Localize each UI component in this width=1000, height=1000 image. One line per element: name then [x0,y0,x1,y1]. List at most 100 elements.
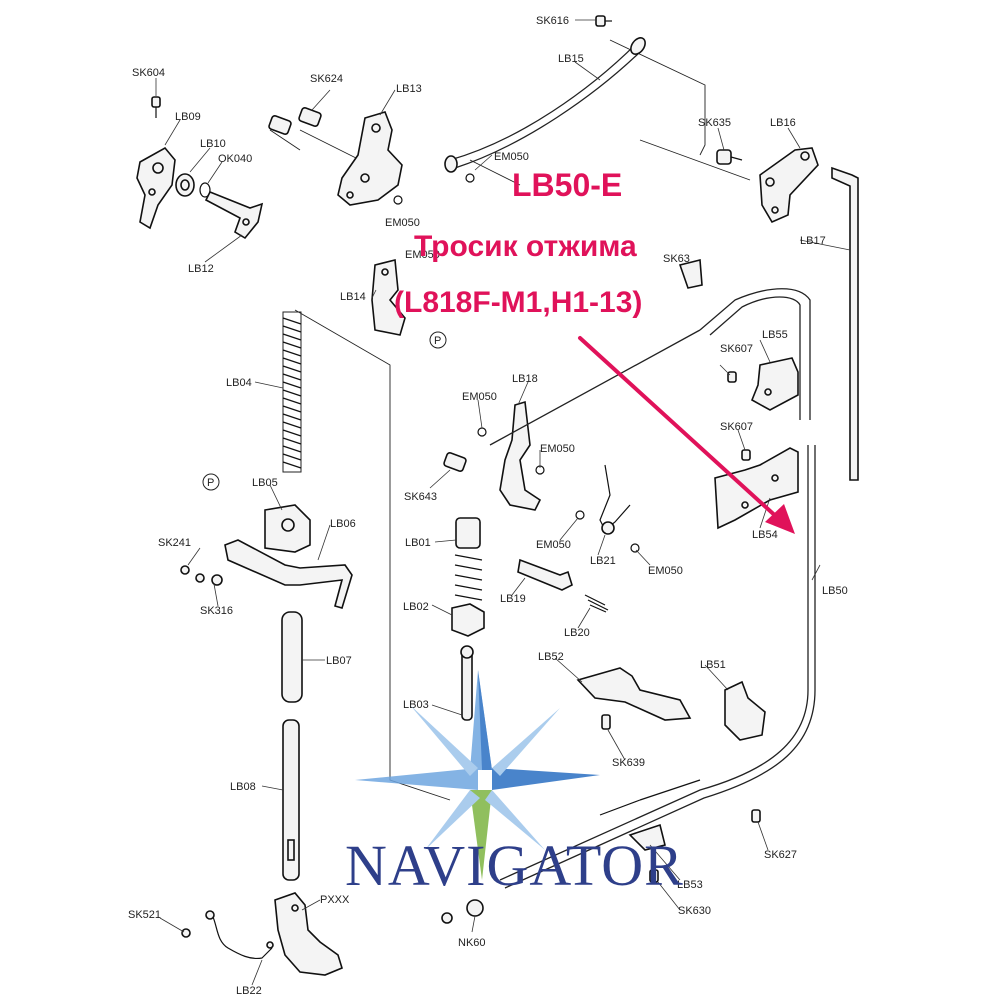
sk63-bracket [678,258,703,289]
sk643-screw [443,452,467,472]
sk521-screw [181,928,191,938]
sk604-screw [151,96,161,118]
label-sk624: SK624 [310,73,343,85]
lb05-block [264,504,311,553]
lb12-pin [204,190,264,240]
overlay-line-1: LB50-E [512,167,622,203]
label-lb22: LB22 [236,985,262,997]
label-lb07: LB07 [326,655,352,667]
lb16-plate [759,147,819,224]
label-sk635: SK635 [698,117,731,129]
sk607-screw-b [741,449,751,461]
lb17-rod [831,166,859,481]
navigator-wordmark: NAVIGATOR [345,833,684,898]
label-p-b: P [207,477,214,489]
label-lb03: LB03 [403,699,429,711]
label-ok040: OK040 [218,153,252,165]
lb04-spring [282,311,302,473]
guide-lines [269,39,751,801]
presser-foot [274,892,343,976]
lb22-spring [205,910,274,960]
label-em050-mid2: EM050 [405,249,440,261]
sk241-screws [180,565,223,586]
overlay-line-2: Тросик отжима [414,230,637,263]
label-sk643: SK643 [404,491,437,503]
label-lb14: LB14 [340,291,366,303]
overlay-line-3: (L818F-M1,H1-13) [394,286,642,319]
lb15-cable [444,37,646,173]
sk627-screw [751,809,761,823]
lb19-bolt [517,558,573,591]
red-arrow [578,336,795,534]
lb07-rod [281,611,303,703]
label-sk630: SK630 [678,905,711,917]
sk630-screw [649,869,659,883]
lb06-lever [224,539,353,609]
lb10-washer [175,173,211,198]
label-lb04: LB04 [226,377,252,389]
label-lb13: LB13 [396,83,422,95]
lb03-pin [460,645,474,721]
lb21-spring [599,464,631,535]
label-sk316: SK316 [200,605,233,617]
label-lb17: LB17 [800,235,826,247]
label-em050-b: EM050 [462,391,497,403]
leader-lines [155,19,851,986]
label-lb06: LB06 [330,518,356,530]
lb01-spring [454,517,483,601]
lb53-clamp [628,823,666,851]
sk616-screw [595,15,612,27]
sk635-screw [716,149,743,165]
label-lb15: LB15 [558,53,584,65]
lb18-cable [489,329,701,446]
label-lb50: LB50 [822,585,848,597]
label-lb16: LB16 [770,117,796,129]
label-lb09: LB09 [175,111,201,123]
label-lb20: LB20 [564,627,590,639]
lb13-plate [337,111,403,206]
lb18-lever [499,400,542,511]
label-lb05: LB05 [252,477,278,489]
label-sk63: SK63 [663,253,690,265]
label-sk627: SK627 [764,849,797,861]
label-sk607-b: SK607 [720,421,753,433]
label-pxxx: PXXX [320,894,350,906]
lb09-part [136,146,176,230]
part-labels: SK616 LB15 SK604 SK624 LB13 LB09 LB10 OK… [128,15,848,997]
label-lb08: LB08 [230,781,256,793]
lb02-nut [451,603,485,637]
label-sk639: SK639 [612,757,645,769]
lb51-bracket [724,680,766,741]
lb08-rod [282,719,300,881]
sk607-screw-a [727,371,737,383]
label-lb55: LB55 [762,329,788,341]
label-em050-c: EM050 [540,443,575,455]
label-nk60: NK60 [458,937,486,949]
lb14-bracket [371,258,406,336]
label-lb10: LB10 [200,138,226,150]
lb50-cable [499,288,816,889]
label-lb54: LB54 [752,529,778,541]
label-sk607-a: SK607 [720,343,753,355]
p-markers [202,331,447,491]
label-lb21: LB21 [590,555,616,567]
label-p-a: P [434,335,441,347]
label-lb02: LB02 [403,601,429,613]
label-lb53: LB53 [677,879,703,891]
lb52-plate [576,667,692,721]
label-lb52: LB52 [538,651,564,663]
label-lb51: LB51 [700,659,726,671]
label-lb19: LB19 [500,593,526,605]
label-lb01: LB01 [405,537,431,549]
label-sk604: SK604 [132,67,165,79]
navigator-star-logo [355,670,600,880]
lb20-spring [584,594,609,613]
label-em050-top: EM050 [494,151,529,163]
label-sk616: SK616 [536,15,569,27]
label-em050-mid1: EM050 [385,217,420,229]
label-sk241: SK241 [158,537,191,549]
label-lb18: LB18 [512,373,538,385]
sk639-screw [601,714,611,730]
